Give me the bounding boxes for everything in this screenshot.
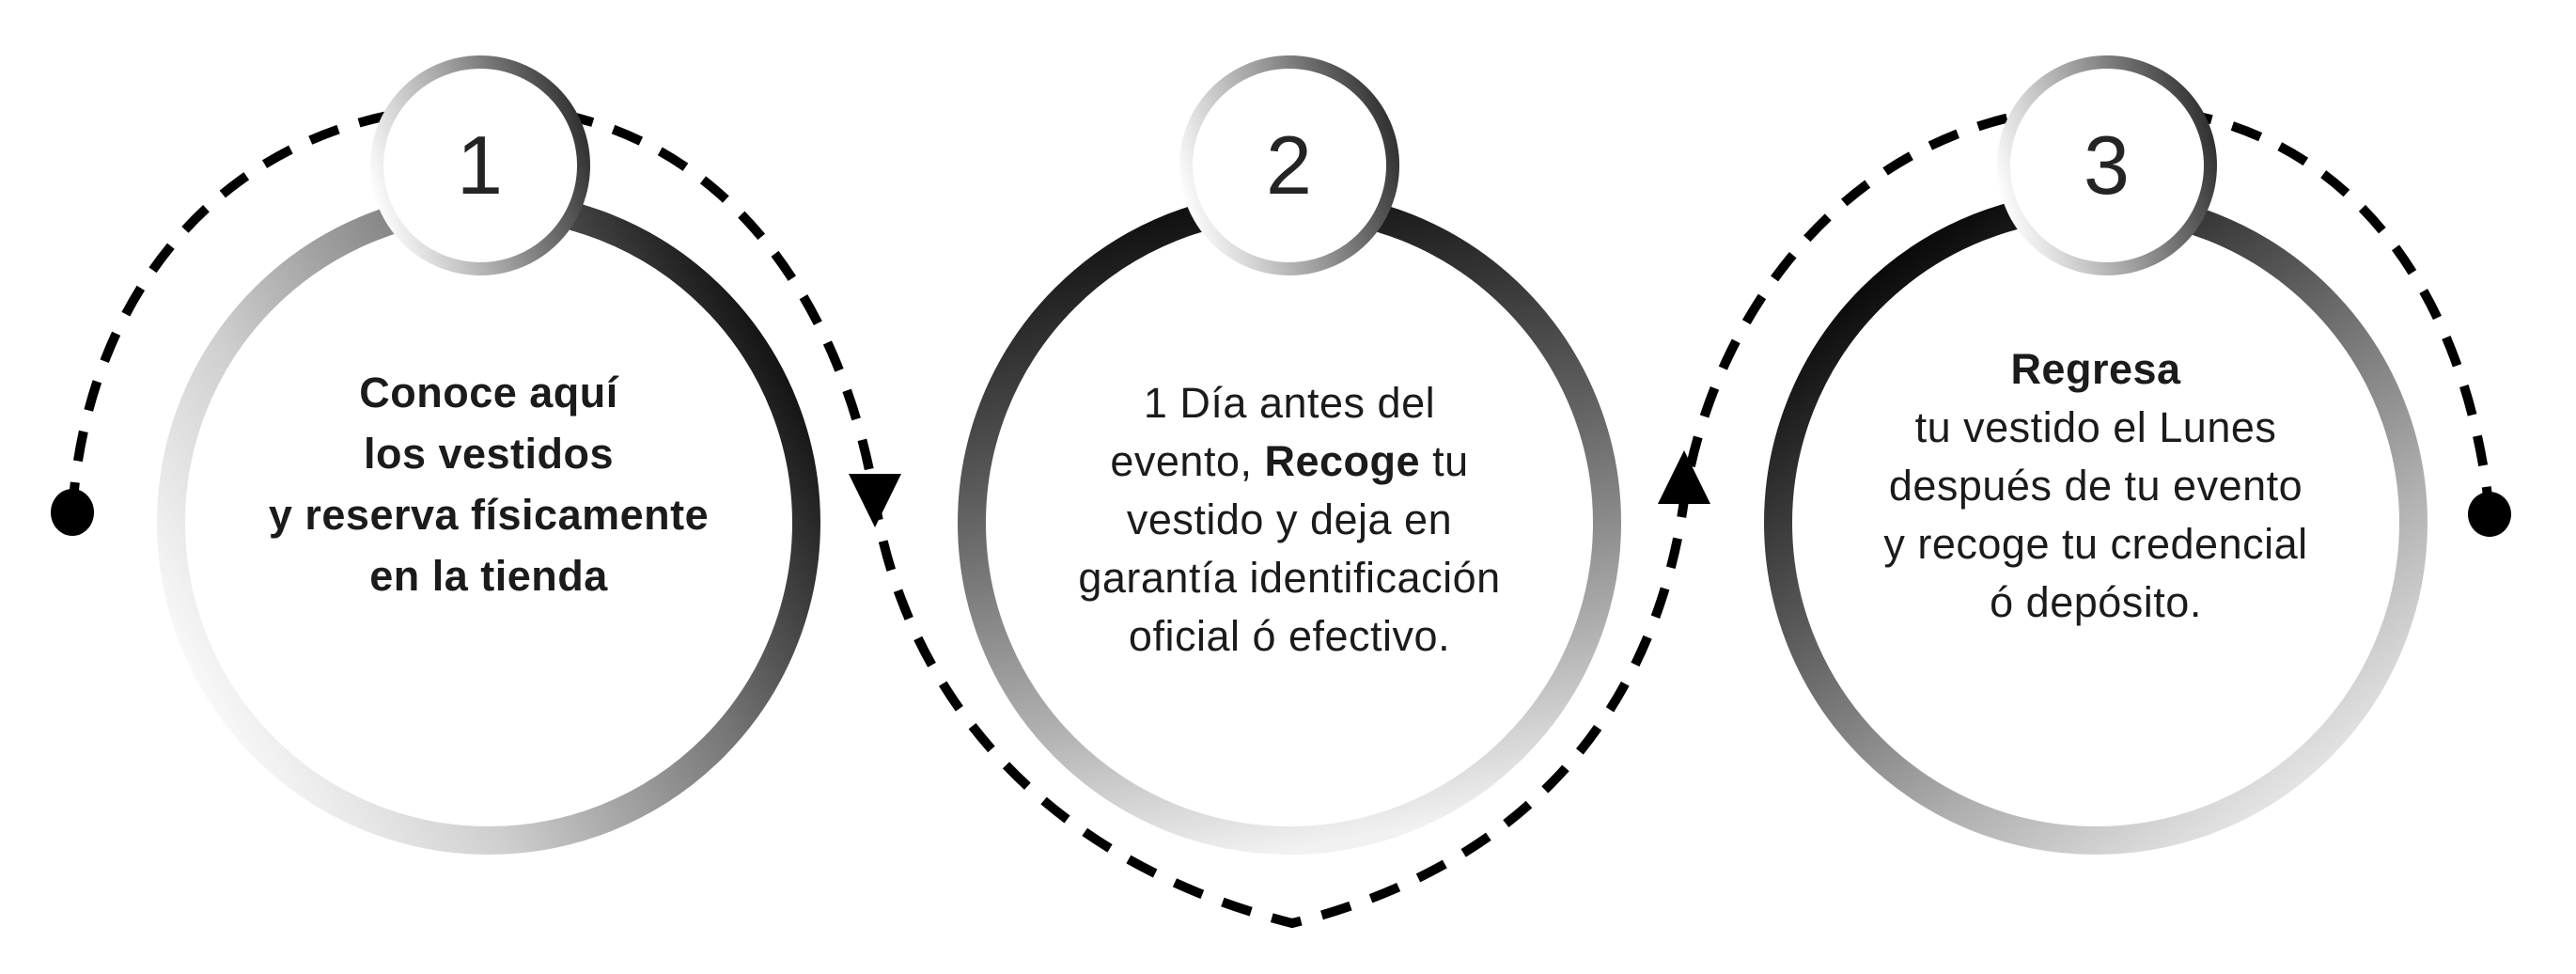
step-1-line-3: y reserva físicamente [268,491,710,539]
step-2-line-4: garantía identificación [1078,554,1501,602]
step-1-text: Conoce aquí los vestidos y reserva físic… [269,362,709,606]
step-1-number: 1 [457,118,504,212]
step-3-number: 3 [2084,118,2131,212]
step-3-line-3: después de tu evento [1888,462,2303,510]
step-2-line-3: vestido y deja en [1126,495,1453,543]
step-3-line-4: y recoge tu credencial [1883,520,2308,568]
step-2-line-2-bold: Recoge [1264,437,1421,485]
step-1-line-1: Conoce aquí [359,369,618,416]
step-2-line-1: 1 Día antes del [1143,379,1436,427]
end-dot-icon [2468,492,2511,537]
step-1-line-4: en la tienda [369,552,608,600]
step-1-line-2: los vestidos [363,430,615,478]
step-2-line-2: evento, Recoge tu [1078,432,1500,491]
step-2-line-5: oficial ó efectivo. [1128,612,1451,660]
step-1-badge-circle [370,55,590,275]
start-dot-icon [51,489,94,536]
step-2-line-2-post: tu [1420,437,1469,485]
step-3-badge-circle [1997,55,2217,275]
step-2-line-2-pre: evento, [1110,437,1265,485]
step-2-text: 1 Día antes del evento, Recoge tu vestid… [1078,374,1500,666]
arrow-up-icon [1658,450,1710,504]
step-3-text: Regresa tu vestido el Lunes después de t… [1883,340,2307,632]
step-2-badge-circle [1179,55,1399,275]
arrow-down-icon [849,474,901,527]
step-3-line-1: Regresa [2010,345,2181,393]
step-3-line-2: tu vestido el Lunes [1914,403,2277,451]
step-3-line-5: ó depósito. [1990,578,2202,626]
step-2-number: 2 [1266,118,1313,212]
